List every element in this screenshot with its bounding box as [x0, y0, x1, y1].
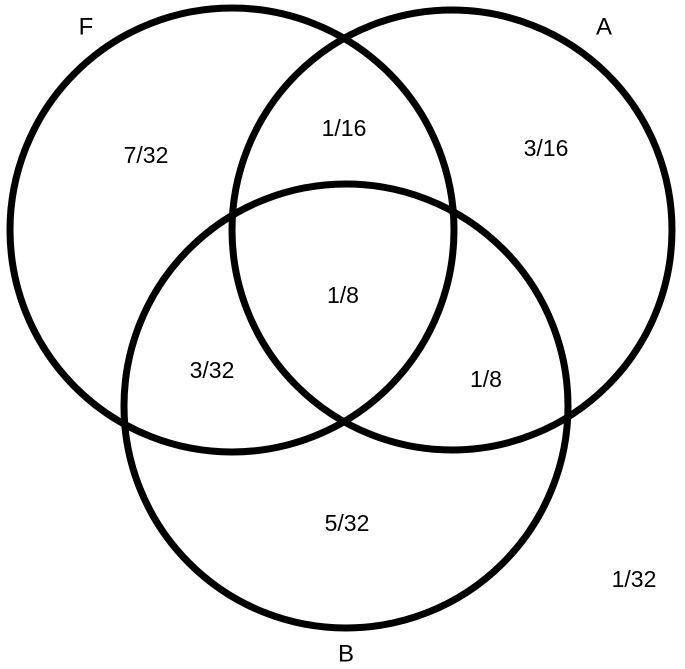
circle-f	[6, 4, 458, 456]
region-f-only: 7/32	[124, 142, 169, 168]
circle-b	[120, 180, 572, 632]
region-a-only: 3/16	[524, 135, 569, 161]
set-label-f: F	[79, 13, 94, 40]
region-outside: 1/32	[612, 566, 657, 592]
region-b-only: 5/32	[325, 510, 370, 536]
region-f-a-b: 1/8	[327, 282, 359, 308]
region-a-and-b-only: 1/8	[470, 366, 502, 392]
region-f-and-b-only: 3/32	[190, 357, 235, 383]
set-label-b: B	[338, 640, 354, 667]
region-f-and-a-only: 1/16	[322, 115, 367, 141]
set-label-a: A	[596, 13, 612, 40]
circle-a	[228, 6, 676, 454]
